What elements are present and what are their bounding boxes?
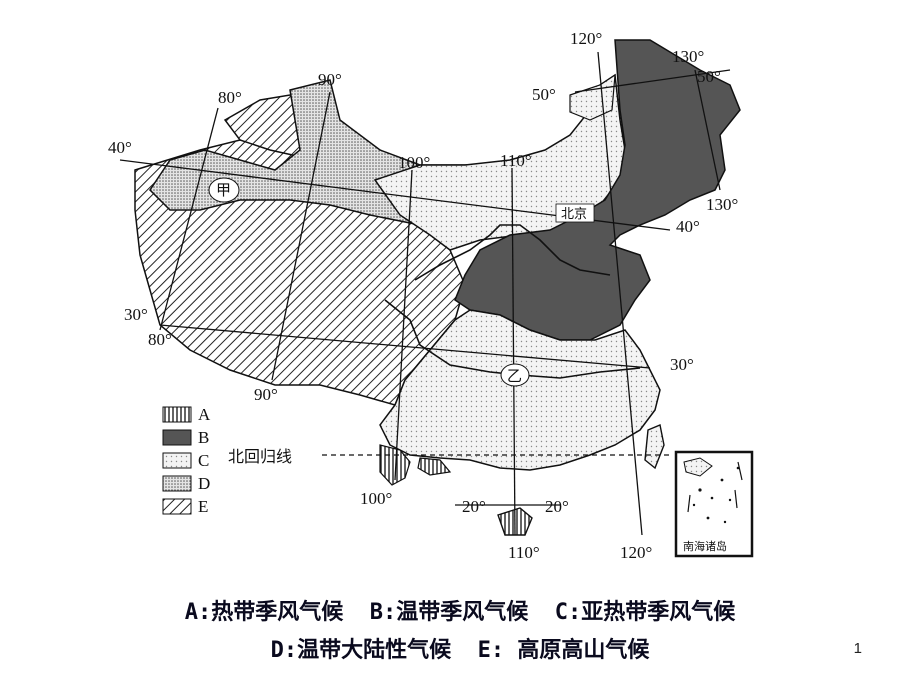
point-yi-label: 乙: [507, 367, 522, 385]
legend-key-a: A: [198, 405, 211, 424]
page-number: 1: [853, 640, 862, 657]
inset-label: 南海诸岛: [683, 539, 727, 553]
lon-90-top-label: 90°: [318, 70, 342, 89]
legend-swatch-d: [162, 475, 192, 492]
taiwan-island: [644, 424, 665, 470]
legend-key-e: E: [198, 497, 208, 516]
point-yi-marker: [500, 363, 530, 387]
legend-swatch-a: [162, 406, 192, 423]
lat-20-right-label: 20°: [545, 497, 569, 516]
lon-110-bottom-label: 110°: [508, 543, 540, 562]
legend-swatch-b: [162, 429, 192, 446]
lat-40-right-label: 40°: [676, 217, 700, 236]
lon-80-top-label: 80°: [218, 88, 242, 107]
lon-100-top-label: 100°: [398, 153, 430, 172]
climate-map: 北回归线 80° 90° 100° 110° 120° 130° 80° 90°…: [108, 29, 754, 562]
lon-120-top-label: 120°: [570, 29, 602, 48]
yangtze-river: [384, 299, 641, 379]
caption-line-1: A:热带季风气候 B:温带季风气候 C:亚热带季风气候: [184, 600, 736, 625]
lon-80-bottom-label: 80°: [148, 330, 172, 349]
lon-90-bottom-label: 90°: [254, 385, 278, 404]
lon-130-right-label: 130°: [706, 195, 738, 214]
legend: A B C D E: [162, 405, 211, 516]
lon-110-top-label: 110°: [500, 151, 532, 170]
legend-swatch-e: [162, 498, 192, 515]
lat-40-left-label: 40°: [108, 138, 132, 157]
legend-swatch-c: [162, 452, 192, 469]
legend-key-d: D: [198, 474, 210, 493]
south-china-sea-inset: 南海诸岛: [674, 450, 754, 558]
caption-line-2: D:温带大陆性气候 E: 高原高山气候: [270, 638, 650, 663]
yellow-river: [414, 224, 611, 281]
point-jia-label: 甲: [216, 181, 231, 199]
point-jia-marker: [208, 177, 240, 203]
beijing-label-bg: [555, 203, 595, 223]
lat-20-left-label: 20°: [462, 497, 486, 516]
region-b-temperate-monsoon: [454, 39, 741, 341]
region-a-tropical-coast: [417, 457, 452, 476]
lat-50-right-label: 50°: [697, 67, 721, 86]
lat-50-left-label: 50°: [532, 85, 556, 104]
beijing-label: 北京: [561, 207, 587, 222]
lat-30-right-label: 30°: [670, 355, 694, 374]
lon-120-bottom-label: 120°: [620, 543, 652, 562]
legend-key-b: B: [198, 428, 209, 447]
lon-100-bottom-label: 100°: [360, 489, 392, 508]
tropic-of-cancer-label: 北回归线: [228, 447, 292, 466]
lon-130-top-label: 130°: [672, 47, 704, 66]
legend-key-c: C: [198, 451, 209, 470]
lat-30-left-label: 30°: [124, 305, 148, 324]
